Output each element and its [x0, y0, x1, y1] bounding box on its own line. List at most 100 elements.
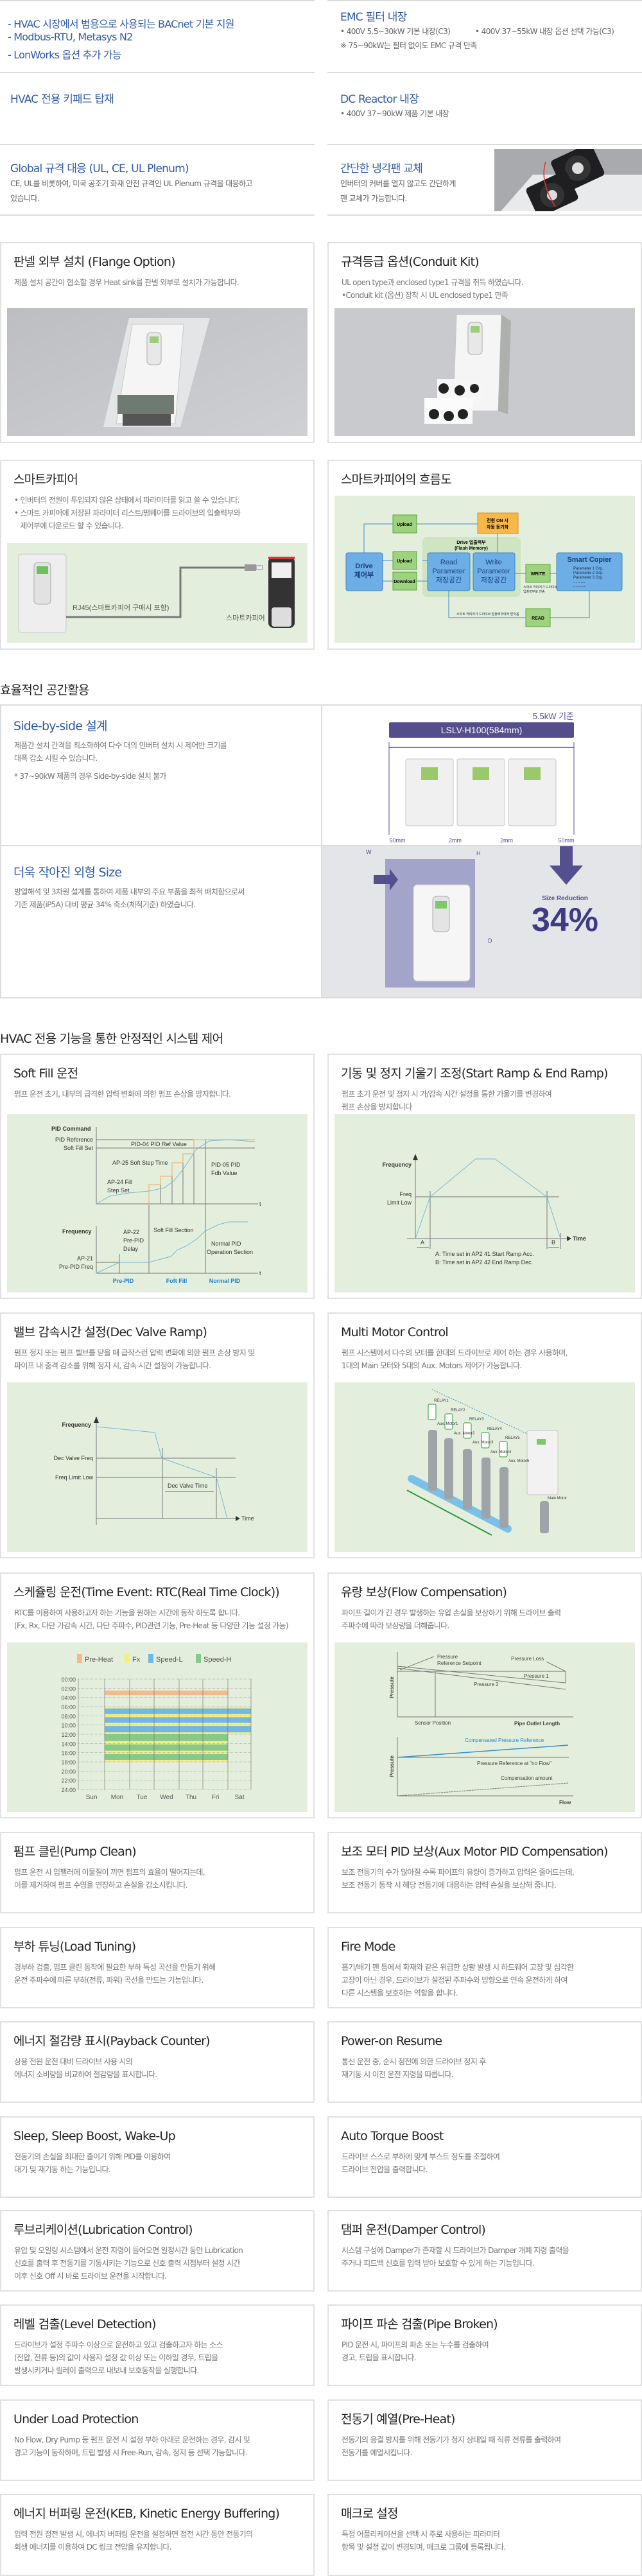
- card-rtc-scheduling: 스케쥴링 운전(Time Event: RTC(Real Time Clock)…: [0, 1572, 315, 1818]
- sync-label: 전원 ON 시: [487, 518, 508, 523]
- param-group: Parameter 1 Grp.: [573, 567, 603, 571]
- io-region-label: (Flash Memory): [455, 546, 488, 551]
- x-tick-label: Wed: [160, 1794, 173, 1801]
- emc-title: EMC 필터 내장: [340, 11, 407, 24]
- label: Dec Valve Time: [168, 1483, 207, 1489]
- label: Freq: [399, 1191, 412, 1197]
- feature-dc-reactor: DC Reactor 내장 • 400V 37~90kW 제품 기본 내장: [327, 72, 642, 144]
- smart-copier-label: Smart Copier: [567, 556, 612, 564]
- schedule-bar: [105, 1690, 228, 1696]
- legend-swatch: [77, 1654, 82, 1663]
- desc-line: 시스템 구성에 Damper가 존재할 시 드라이브가 Damper 개폐 지령…: [342, 2246, 569, 2255]
- card-desc: 제품 설치 공간이 협소할 경우 Heat sink를 판넬 외부로 설치가 가…: [14, 278, 239, 287]
- card-desc: 펌프 정지 또는 펌프 벨브를 닫을 때 급작스런 압력 변화에 의한 펌프 손…: [14, 1346, 255, 1372]
- desc-line: 특정 어플리케이션을 선택 시 주로 사용하는 피라미터: [342, 2530, 500, 2539]
- label: Freq Limit Low: [55, 1474, 94, 1481]
- desc-line: 이를 제거하여 펌프 수명을 연장하고 손실을 감소시킵니다.: [14, 1881, 188, 1890]
- schedule-bar: [105, 1734, 228, 1741]
- schedule-bar: [105, 1723, 251, 1727]
- desc-line: 펌프 운전 시 임펠러에 이물질이 끼면 펌프의 효율이 떨어지는데,: [14, 1868, 205, 1877]
- aux-motor-label: Aux. Motor4: [490, 1450, 512, 1454]
- dc-reactor-bullet: • 400V 37~90kW 제품 기본 내장: [340, 109, 449, 118]
- label: Flow: [559, 1800, 571, 1806]
- label: t: [259, 1201, 261, 1207]
- desc-line: 펌프 손상을 방지합니다: [342, 1102, 412, 1111]
- label: t: [259, 1270, 261, 1276]
- basis-label: 5.5kW 기준: [533, 711, 574, 721]
- x-tick-label: Sun: [86, 1794, 98, 1801]
- phase-label: Pre-PID: [113, 1278, 134, 1284]
- flange-inverter-image: [7, 308, 308, 436]
- global-desc: CE, UL를 비롯하여, 미국 공조기 화재 안전 규격인 UL Plenum…: [10, 179, 253, 188]
- desc-line: 전동기를 예열시킵니다.: [342, 2448, 412, 2457]
- reduction-label: Size Reduction: [542, 895, 588, 902]
- label: PID-05 PID: [211, 1162, 241, 1168]
- desc-line: • 스마트 카피어에 저장된 파라미터 리스트/펌웨어를 드라이브의 입출력부와: [14, 509, 241, 518]
- label: Pressure Loss: [511, 1656, 544, 1662]
- card-desc: RTC를 이용하여 사용하고자 하는 기능을 원하는 시간에 동작 하도록 합니…: [14, 1606, 289, 1632]
- card-title: 펌프 클린(Pump Clean): [13, 1845, 137, 1859]
- legend-label: Speed-H: [204, 1656, 231, 1664]
- card-desc: 보조 전동기의 수가 많아질 수록 파이프의 유량이 증가하고 압력은 줄어드는…: [342, 1866, 575, 1892]
- y-tick-label: 20:00: [61, 1768, 76, 1775]
- feature-global: Global 규격 대응 (UL, CE, UL Plenum) CE, UL를…: [0, 144, 315, 216]
- feature-bacnet: - HVAC 시장에서 범용으로 사용되는 BACnet 기본 지원 - Mod…: [0, 0, 315, 72]
- desc-line: 제어부에 다운로드 할 수 있습니다.: [14, 521, 123, 530]
- card-title: 에너지 절감량 표시(Payback Counter): [13, 2034, 211, 2048]
- card-title: 스마트카피어: [13, 473, 78, 487]
- feature-card: 펌프 클린(Pump Clean) 펌프 운전 시 임펠러에 이물질이 끼면 펌프…: [0, 1832, 315, 1913]
- drive-label: Drive: [355, 562, 373, 570]
- bacnet-line: - Modbus-RTU, Metasys N2: [8, 31, 133, 43]
- global-title: Global 규격 대응 (UL, CE, UL Plenum): [10, 162, 189, 175]
- card-title: Under Load Protection: [13, 2412, 139, 2426]
- feature-card: 부하 튜닝(Load Tuning)경부하 검출, 펌프 클린 동작에 필요한 …: [0, 1927, 315, 2008]
- card-desc: 입력 전원 정전 발생 시, 에너지 버퍼링 운전을 설정하면 정전 시간 동안…: [14, 2528, 253, 2554]
- write-label: WRITE: [531, 572, 546, 577]
- label: AP-25 Soft Step Time: [112, 1160, 168, 1166]
- upload-label: Upload: [397, 559, 412, 564]
- legend-swatch: [148, 1654, 153, 1663]
- param-group: ............: [573, 584, 586, 588]
- card-desc: • 인버터의 전원이 투입되지 않은 상태에서 파라미터를 읽고 쓸 수 있습니…: [14, 494, 241, 532]
- label: Sensor Position: [415, 1720, 451, 1726]
- keypad-title: HVAC 전용 키패드 탑재: [10, 93, 114, 106]
- aux-motor-label: Aux. Motor1: [437, 1422, 458, 1426]
- space-table: Side-by-side 설계 제품간 설치 간격을 최소화하여 다수 대의 인…: [0, 704, 642, 998]
- bacnet-line: - LonWorks 옵션 추가 가능: [8, 49, 121, 61]
- feature-fan: 간단한 냉각팬 교체 인버터의 커버를 열지 않고도 간단하게 팬 교체가 가능…: [327, 144, 642, 216]
- gap-label: 2mm: [449, 837, 462, 844]
- card-soft-fill: Soft Fill 운전 펌프 운전 초기, 내부의 급격한 압력 변화에 의한…: [0, 1054, 315, 1299]
- card-desc: 흡기/배기 팬 등에서 화재와 같은 위급한 상황 발생 시 하드웨어 고장 및…: [342, 1961, 574, 1999]
- write-note: 스마트 카피어가 드라이브: [523, 585, 558, 589]
- schedule-bar: [105, 1750, 228, 1754]
- desc-line: 회생 에너지를 이용하여 DC 링크 전압을 유지합니다.: [14, 2543, 172, 2552]
- feature-card: 보조 모터 PID 보상(Aux Motor PID Compensation)…: [327, 1832, 642, 1913]
- desc-line: 드라이브 전압을 출력합니다.: [342, 2165, 428, 2174]
- io-region-label: Drive 입출력부: [456, 539, 486, 545]
- card-smart-copier-flow: 스마트카피어의 흐름도 Drive 입출력부 (Flash Memory) Up…: [327, 460, 642, 650]
- relay-label: RELAY3: [469, 1418, 484, 1422]
- card-title: 매크로 설정: [341, 2507, 398, 2521]
- desc-line: 다른 시스템을 보호하는 역할을 합니다.: [342, 1989, 458, 1997]
- card-desc: 시스템 구성에 Damper가 존재할 시 드라이브가 Damper 개폐 지령…: [342, 2244, 569, 2270]
- param-group: ............: [573, 580, 586, 584]
- x-tick-label: Fri: [212, 1794, 220, 1801]
- desc-line: 경고 기능이 동작하며, 트립 발생 시 Free-Run, 감속, 정지 등 …: [14, 2448, 247, 2457]
- card-desc: 펌프 초기 운전 및 정지 시 가/감속 시간 설정을 통한 기울기를 변경하여…: [342, 1088, 552, 1113]
- y-tick-label: 12:00: [61, 1732, 76, 1738]
- card-title: 기동 및 정지 기울기 조정(Start Ramp & End Ramp): [341, 1066, 608, 1081]
- y-tick-label: 10:00: [61, 1723, 76, 1729]
- gap-label: 50mm: [389, 837, 405, 844]
- label: Pipe Outlet Length: [514, 1721, 560, 1727]
- dim-label: D: [488, 937, 492, 944]
- card-title: 루브리케이션(Lubrication Control): [13, 2223, 193, 2237]
- dim-label: W: [366, 849, 372, 855]
- desc-line: 재기동 시 이전 운전 지령을 따릅니다.: [342, 2070, 453, 2079]
- ramp-diagram: Frequency Freq Limit Low Time A B A: Tim…: [334, 1114, 635, 1292]
- label: Operation Section: [207, 1249, 253, 1255]
- desc-line: 방열해석 및 3차원 설계를 통하여 제품 내부의 주요 부품을 최적 배치함으…: [14, 887, 245, 896]
